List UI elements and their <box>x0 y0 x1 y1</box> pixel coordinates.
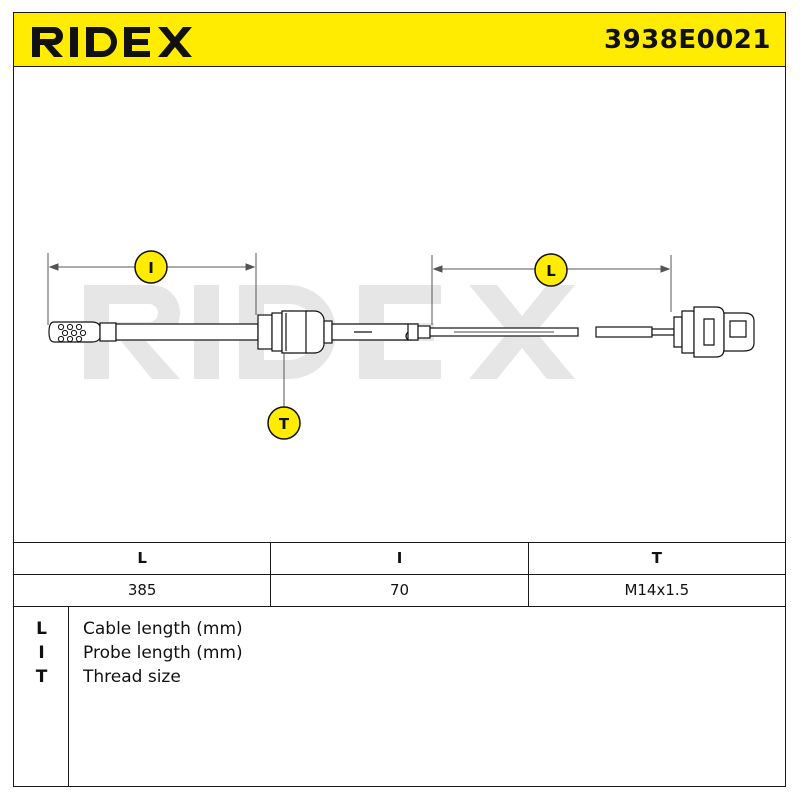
probe-tip <box>48 321 101 343</box>
spec-value-t: M14x1.5 <box>624 581 690 599</box>
legend: L I T Cable length (mm) Probe length (mm… <box>14 606 785 787</box>
part-number: 3938E0021 <box>604 25 771 55</box>
connector <box>673 306 755 358</box>
watermark-logo <box>84 285 575 379</box>
spec-header-l: L <box>14 543 272 574</box>
header-bar: 3938E0021 <box>14 13 785 67</box>
legend-key-l: L <box>36 619 47 639</box>
spec-header-t: T <box>651 549 662 567</box>
spec-header-i: I <box>271 543 529 574</box>
spec-value-i: 70 <box>271 575 529 606</box>
spec-value-l: 385 <box>14 575 272 606</box>
callout-l-label: L <box>546 262 556 280</box>
legend-key-i: I <box>38 643 45 663</box>
product-sheet: 3938E0021 I L <box>13 12 786 787</box>
legend-key-t: T <box>35 667 48 687</box>
legend-label-t: Thread size <box>83 667 181 687</box>
legend-label-l: Cable length (mm) <box>83 619 243 639</box>
cable <box>429 326 675 338</box>
ridex-logo <box>32 27 192 57</box>
spec-table-values: 385 70 M14x1.5 <box>14 574 785 606</box>
legend-keys-column: L I T <box>14 607 69 787</box>
callout-t-label: T <box>279 415 290 433</box>
probe-shaft <box>99 322 259 342</box>
callout-l-marker <box>534 253 568 287</box>
callout-t-marker <box>267 406 301 440</box>
legend-label-i: Probe length (mm) <box>83 643 243 663</box>
spec-table-header: L I T <box>14 542 785 574</box>
callout-i-label: I <box>148 259 154 277</box>
sensor-sleeve <box>331 323 431 341</box>
sensor-drawing: I L <box>47 250 755 440</box>
thread-nut <box>257 310 333 354</box>
callout-i-marker <box>134 250 168 284</box>
